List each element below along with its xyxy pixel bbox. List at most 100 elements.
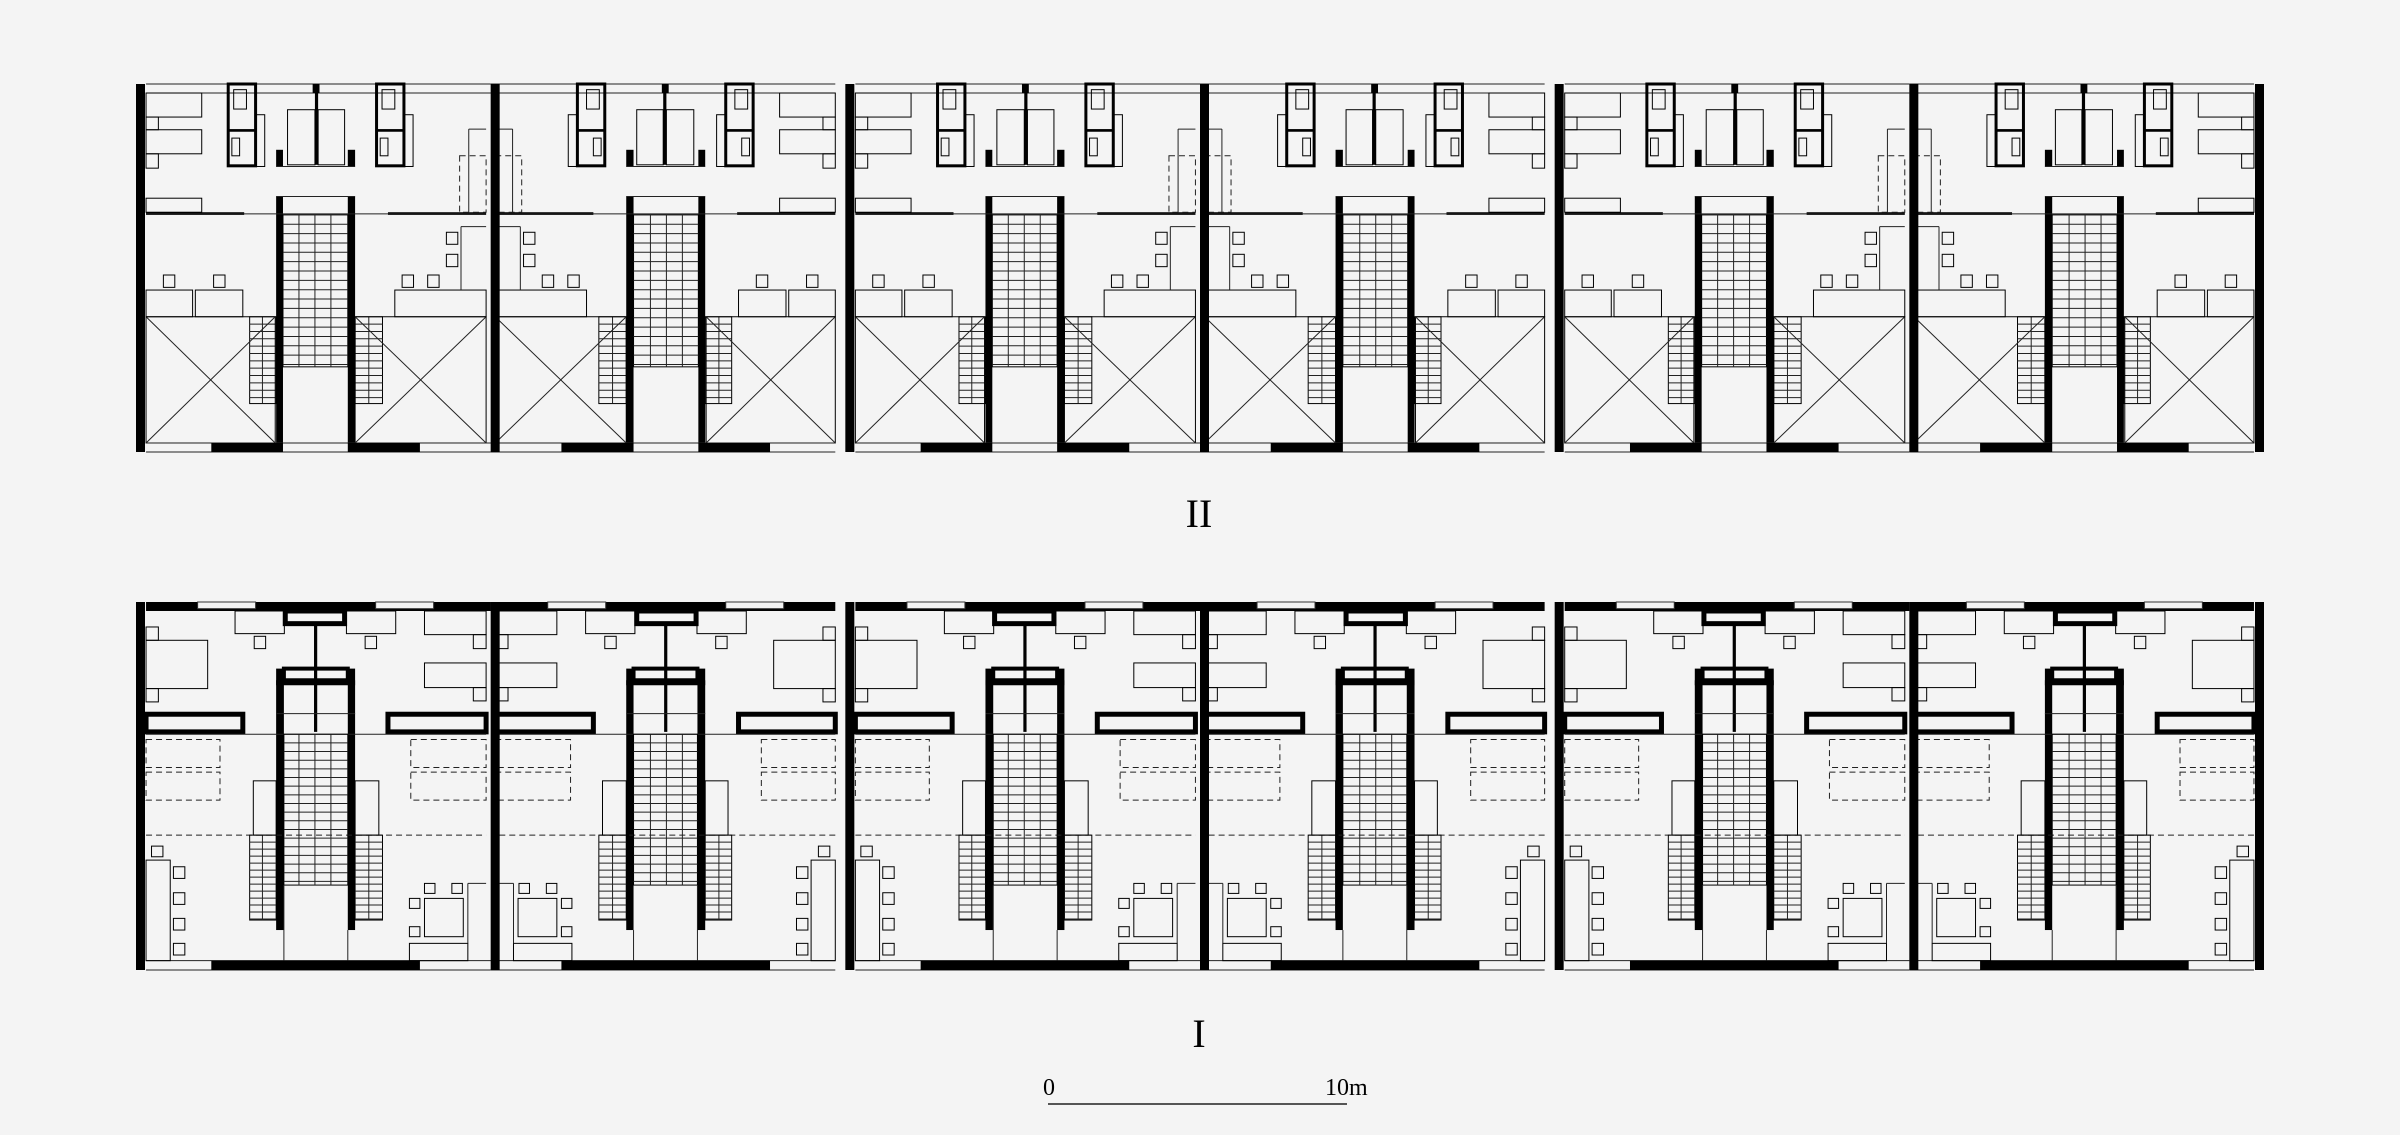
stool-icon [2214,892,2228,905]
chair-icon [560,897,573,909]
stool-icon [1591,942,1605,956]
chair-icon [2133,635,2147,650]
bed-outline-above [760,771,836,801]
wall [2044,680,2124,686]
facade-wall [1564,602,1910,611]
counter [1204,289,1297,318]
wardrobe [1562,711,1664,735]
stool-icon [401,274,415,288]
nightstand [822,116,836,131]
stool-icon [1941,253,1955,268]
stool-icon [172,892,186,905]
stool-icon [795,866,809,879]
wall [626,668,634,931]
wall [2044,196,2053,443]
party-wall [2255,602,2264,970]
wall [347,149,356,167]
wall [1732,623,1736,732]
party-wall [490,84,500,452]
void-diagonal [494,316,627,444]
nightstand [1531,688,1546,703]
toilet-icon [2153,89,2167,110]
chair-icon [253,635,267,650]
wall [276,149,283,167]
wardrobe [852,711,955,735]
side-cabinet [252,780,277,836]
bathtub-icon [287,109,316,166]
desk [234,610,285,635]
wall [697,668,706,931]
nightstand [1564,116,1578,131]
facade-wall [855,602,1200,611]
wardrobe [143,711,246,735]
wall [1270,442,1343,452]
toilet-icon [586,89,600,110]
facade-wall [1270,960,1480,970]
wall [228,129,256,132]
window [547,601,607,610]
stool-icon [1941,231,1955,245]
desk [2197,197,2255,213]
cabinet [255,114,266,167]
wall [1057,442,1130,452]
stool-icon [2214,917,2228,931]
wall [985,680,1065,686]
bed-icon [1564,639,1627,690]
void-diagonal [145,316,276,444]
chair-icon [1937,882,1949,894]
bed-icon [423,662,487,689]
bed-icon [1913,610,1977,636]
bathtub-icon [1026,109,1055,166]
wall [1766,668,1774,931]
stool-icon [1591,892,1605,905]
stool-icon [1845,274,1859,288]
wall [1980,442,2053,452]
scale-bar-start-label: 0 [1043,1075,1055,1101]
bed-icon [1913,662,1977,689]
facade-wall [146,602,491,611]
wall [2044,668,2053,931]
cabinet [567,114,578,167]
window [1434,601,1494,610]
wall [211,442,283,452]
bed-outline-above [410,771,487,801]
side-cabinet [354,780,380,836]
kitchen-counter [1519,859,1546,962]
side-cabinet [1671,780,1696,836]
bay-unit-pair [854,82,1200,453]
stool-icon [2174,274,2187,288]
desk [1564,197,1621,213]
bed-outline-above [1828,771,1906,801]
stool-icon [1864,231,1877,245]
party-wall [136,602,145,970]
window [2143,601,2203,610]
nightstand [2241,116,2255,131]
cabinet [964,114,975,167]
desk [145,197,203,213]
desk [1055,610,1106,635]
kitchen-counter [1564,859,1590,962]
washbasin-icon [1302,137,1311,157]
desk [1294,610,1345,635]
toilet-icon [1295,89,1310,110]
stool-icon [1505,942,1518,956]
toilet-icon [1443,89,1458,110]
cabinet [403,114,414,167]
desk [2003,610,2055,635]
stool-icon [1631,274,1645,288]
washbasin-icon [1450,137,1460,157]
wall [1373,623,1377,732]
wall [1057,149,1065,167]
party-wall [1554,84,1564,452]
stool-icon [1155,253,1168,268]
counter [854,289,903,318]
chair-icon [1255,882,1267,894]
stool-icon [795,892,809,905]
void-diagonal [1204,316,1336,444]
chair-icon [1313,635,1327,650]
wardrobe [385,711,489,735]
chair-icon [1270,897,1282,909]
stool-icon [1581,274,1594,288]
bed-icon [1842,662,1906,689]
counter [394,289,487,318]
